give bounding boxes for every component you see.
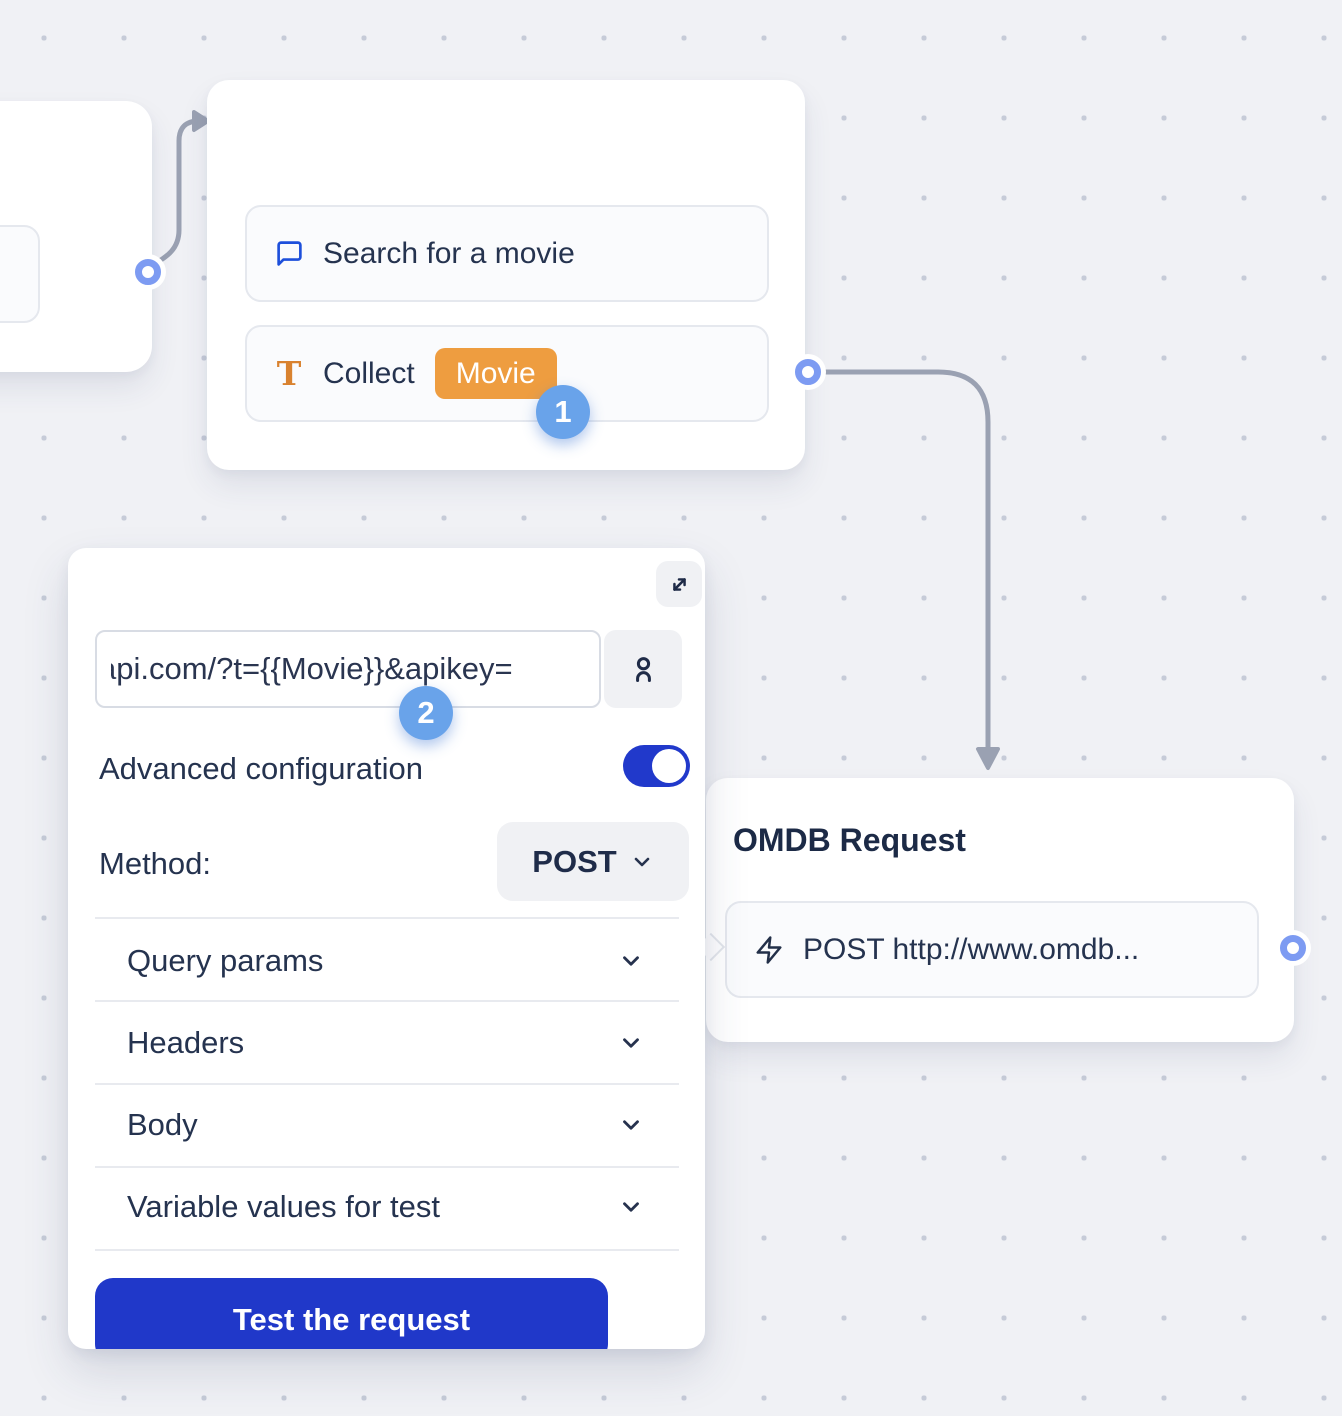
method-value: POST bbox=[532, 843, 617, 879]
collect-row[interactable]: T Collect Movie bbox=[245, 325, 769, 422]
movie-search-node[interactable]: Movie search Search for a movie T Collec… bbox=[207, 80, 805, 470]
webhook-request-row[interactable]: POST http://www.omdb... bbox=[725, 901, 1259, 998]
chevron-down-icon bbox=[630, 850, 654, 874]
expand-icon bbox=[666, 571, 693, 598]
omdb-request-node[interactable]: OMDB Request POST http://www.omdb... bbox=[706, 778, 1294, 1042]
zap-icon bbox=[753, 934, 785, 966]
output-port-previous-node[interactable] bbox=[135, 259, 161, 285]
connector-left-to-movie bbox=[148, 118, 202, 269]
expand-button[interactable] bbox=[656, 561, 702, 607]
chevron-down-icon[interactable] bbox=[618, 948, 644, 974]
chat-bubble-icon bbox=[273, 238, 305, 270]
person-icon bbox=[627, 653, 660, 686]
webhook-request-label: POST http://www.omdb... bbox=[803, 932, 1140, 966]
previous-node-row[interactable] bbox=[0, 225, 40, 323]
step-badge-1: 1 bbox=[536, 385, 590, 439]
test-request-button[interactable]: Test the request bbox=[95, 1278, 608, 1349]
node-title: OMDB Request bbox=[733, 822, 966, 858]
variable-chip: Movie bbox=[434, 348, 557, 399]
connector-movie-to-omdb bbox=[819, 369, 991, 751]
arrowhead-down bbox=[976, 747, 1000, 770]
divider bbox=[95, 1000, 679, 1002]
section-body[interactable]: Body bbox=[127, 1107, 198, 1142]
message-row-label: Search for a movie bbox=[323, 236, 575, 270]
arrowhead-right bbox=[192, 110, 210, 132]
section-query-params[interactable]: Query params bbox=[127, 943, 324, 978]
section-variable-values[interactable]: Variable values for test bbox=[127, 1189, 441, 1224]
output-port-omdb-node[interactable] bbox=[1280, 935, 1306, 961]
webhook-config-panel: Advanced configuration Method: POST Quer… bbox=[68, 548, 705, 1349]
divider bbox=[95, 917, 679, 919]
collect-row-label: Collect bbox=[323, 356, 415, 390]
previous-node-card[interactable] bbox=[0, 101, 152, 372]
divider bbox=[95, 1249, 679, 1251]
toggle-knob bbox=[652, 749, 686, 783]
divider bbox=[95, 1083, 679, 1085]
divider bbox=[95, 1166, 679, 1168]
step-badge-2: 2 bbox=[399, 686, 453, 740]
advanced-configuration-toggle[interactable] bbox=[623, 745, 690, 787]
method-dropdown[interactable]: POST bbox=[497, 822, 689, 901]
chevron-down-icon[interactable] bbox=[618, 1112, 644, 1138]
url-input[interactable] bbox=[95, 630, 601, 708]
message-row[interactable]: Search for a movie bbox=[245, 205, 769, 302]
method-label: Method: bbox=[99, 846, 212, 881]
output-port-movie-node[interactable] bbox=[795, 359, 821, 385]
section-headers[interactable]: Headers bbox=[127, 1025, 245, 1060]
chevron-down-icon[interactable] bbox=[618, 1030, 644, 1056]
chevron-down-icon[interactable] bbox=[618, 1194, 644, 1220]
text-input-icon: T bbox=[276, 353, 302, 393]
advanced-configuration-label: Advanced configuration bbox=[99, 751, 424, 786]
insert-variable-button[interactable] bbox=[604, 630, 682, 708]
